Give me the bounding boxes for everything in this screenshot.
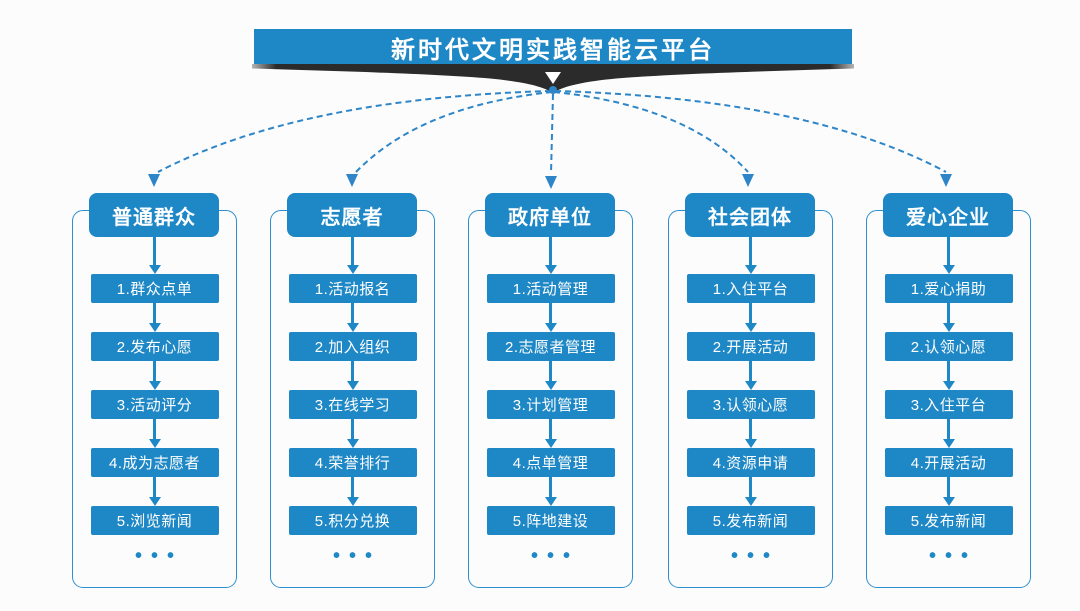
ellipsis-indicator: ••• bbox=[730, 545, 779, 567]
down-arrow-icon bbox=[943, 303, 955, 332]
column-header: 政府单位 bbox=[485, 193, 615, 237]
step-item: 5.阵地建设 bbox=[486, 506, 615, 535]
step-item: 1.活动管理 bbox=[486, 274, 615, 303]
step-item: 3.计划管理 bbox=[486, 390, 615, 419]
step-item: 1.入住平台 bbox=[686, 274, 815, 303]
down-arrow-icon bbox=[745, 361, 757, 390]
column-ordinary-public: 普通群众 1.群众点单 2.发布心愿 3.活动评分 4.成为志愿者 5.浏览新闻… bbox=[72, 193, 237, 593]
step-item: 3.在线学习 bbox=[288, 390, 417, 419]
arrowhead-col1 bbox=[148, 174, 160, 187]
column-steps: 1.群众点单 2.发布心愿 3.活动评分 4.成为志愿者 5.浏览新闻 ••• bbox=[72, 237, 237, 567]
step-item: 5.积分兑换 bbox=[288, 506, 417, 535]
step-item: 2.志愿者管理 bbox=[486, 332, 615, 361]
white-down-triangle-icon bbox=[545, 72, 561, 84]
down-arrow-icon bbox=[545, 303, 557, 332]
down-arrow-icon bbox=[745, 237, 757, 274]
column-steps: 1.爱心捐助 2.认领心愿 3.入住平台 4.开展活动 5.发布新闻 ••• bbox=[866, 237, 1031, 567]
step-item: 2.加入组织 bbox=[288, 332, 417, 361]
connector-to-col3 bbox=[550, 93, 554, 175]
ellipsis-indicator: ••• bbox=[530, 545, 579, 567]
ellipsis-indicator: ••• bbox=[332, 545, 381, 567]
connector-to-col4 bbox=[553, 91, 749, 173]
down-arrow-icon bbox=[943, 237, 955, 274]
banner-arrow-shape bbox=[252, 64, 854, 93]
step-item: 4.成为志愿者 bbox=[90, 448, 219, 477]
down-arrow-icon bbox=[745, 419, 757, 448]
step-item: 1.爱心捐助 bbox=[884, 274, 1013, 303]
step-item: 5.浏览新闻 bbox=[90, 506, 219, 535]
down-arrow-icon bbox=[149, 477, 161, 506]
column-header: 爱心企业 bbox=[883, 193, 1013, 237]
down-arrow-icon bbox=[347, 477, 359, 506]
step-item: 5.发布新闻 bbox=[884, 506, 1013, 535]
step-item: 4.点单管理 bbox=[486, 448, 615, 477]
column-caring-enterprises: 爱心企业 1.爱心捐助 2.认领心愿 3.入住平台 4.开展活动 5.发布新闻 … bbox=[866, 193, 1031, 593]
column-steps: 1.活动管理 2.志愿者管理 3.计划管理 4.点单管理 5.阵地建设 ••• bbox=[468, 237, 633, 567]
down-arrow-icon bbox=[545, 361, 557, 390]
down-arrow-icon bbox=[745, 477, 757, 506]
step-item: 4.资源申请 bbox=[686, 448, 815, 477]
down-arrow-icon bbox=[545, 237, 557, 274]
arrowhead-col3 bbox=[545, 176, 557, 189]
down-arrow-icon bbox=[347, 419, 359, 448]
column-header: 志愿者 bbox=[287, 193, 417, 237]
arrowhead-col4 bbox=[742, 174, 754, 187]
step-item: 1.活动报名 bbox=[288, 274, 417, 303]
ellipsis-indicator: ••• bbox=[134, 545, 183, 567]
column-social-groups: 社会团体 1.入住平台 2.开展活动 3.认领心愿 4.资源申请 5.发布新闻 … bbox=[668, 193, 833, 593]
connector-to-col1 bbox=[157, 90, 552, 173]
down-arrow-icon bbox=[545, 477, 557, 506]
step-item: 2.认领心愿 bbox=[884, 332, 1013, 361]
platform-title-banner: 新时代文明实践智能云平台 bbox=[254, 29, 852, 65]
down-arrow-icon bbox=[943, 361, 955, 390]
down-arrow-icon bbox=[943, 477, 955, 506]
step-item: 4.荣誉排行 bbox=[288, 448, 417, 477]
connector-to-col2 bbox=[355, 91, 553, 173]
step-item: 3.入住平台 bbox=[884, 390, 1013, 419]
column-header: 普通群众 bbox=[89, 193, 219, 237]
column-steps: 1.入住平台 2.开展活动 3.认领心愿 4.资源申请 5.发布新闻 ••• bbox=[668, 237, 833, 567]
ellipsis-indicator: ••• bbox=[928, 545, 977, 567]
down-arrow-icon bbox=[347, 361, 359, 390]
column-header: 社会团体 bbox=[685, 193, 815, 237]
down-arrow-icon bbox=[745, 303, 757, 332]
down-arrow-icon bbox=[943, 419, 955, 448]
step-item: 5.发布新闻 bbox=[686, 506, 815, 535]
column-government-units: 政府单位 1.活动管理 2.志愿者管理 3.计划管理 4.点单管理 5.阵地建设… bbox=[468, 193, 633, 593]
step-item: 3.认领心愿 bbox=[686, 390, 815, 419]
connector-to-col5 bbox=[554, 90, 947, 173]
column-steps: 1.活动报名 2.加入组织 3.在线学习 4.荣誉排行 5.积分兑换 ••• bbox=[270, 237, 435, 567]
down-arrow-icon bbox=[149, 237, 161, 274]
step-item: 2.开展活动 bbox=[686, 332, 815, 361]
down-arrow-icon bbox=[347, 237, 359, 274]
step-item: 3.活动评分 bbox=[90, 390, 219, 419]
down-arrow-icon bbox=[149, 303, 161, 332]
step-item: 4.开展活动 bbox=[884, 448, 1013, 477]
down-arrow-icon bbox=[149, 361, 161, 390]
down-arrow-icon bbox=[347, 303, 359, 332]
arrowhead-col5 bbox=[940, 174, 952, 187]
down-arrow-icon bbox=[149, 419, 161, 448]
down-arrow-icon bbox=[545, 419, 557, 448]
step-item: 1.群众点单 bbox=[90, 274, 219, 303]
step-item: 2.发布心愿 bbox=[90, 332, 219, 361]
arrowhead-col2 bbox=[346, 174, 358, 187]
column-volunteers: 志愿者 1.活动报名 2.加入组织 3.在线学习 4.荣誉排行 5.积分兑换 •… bbox=[270, 193, 435, 593]
